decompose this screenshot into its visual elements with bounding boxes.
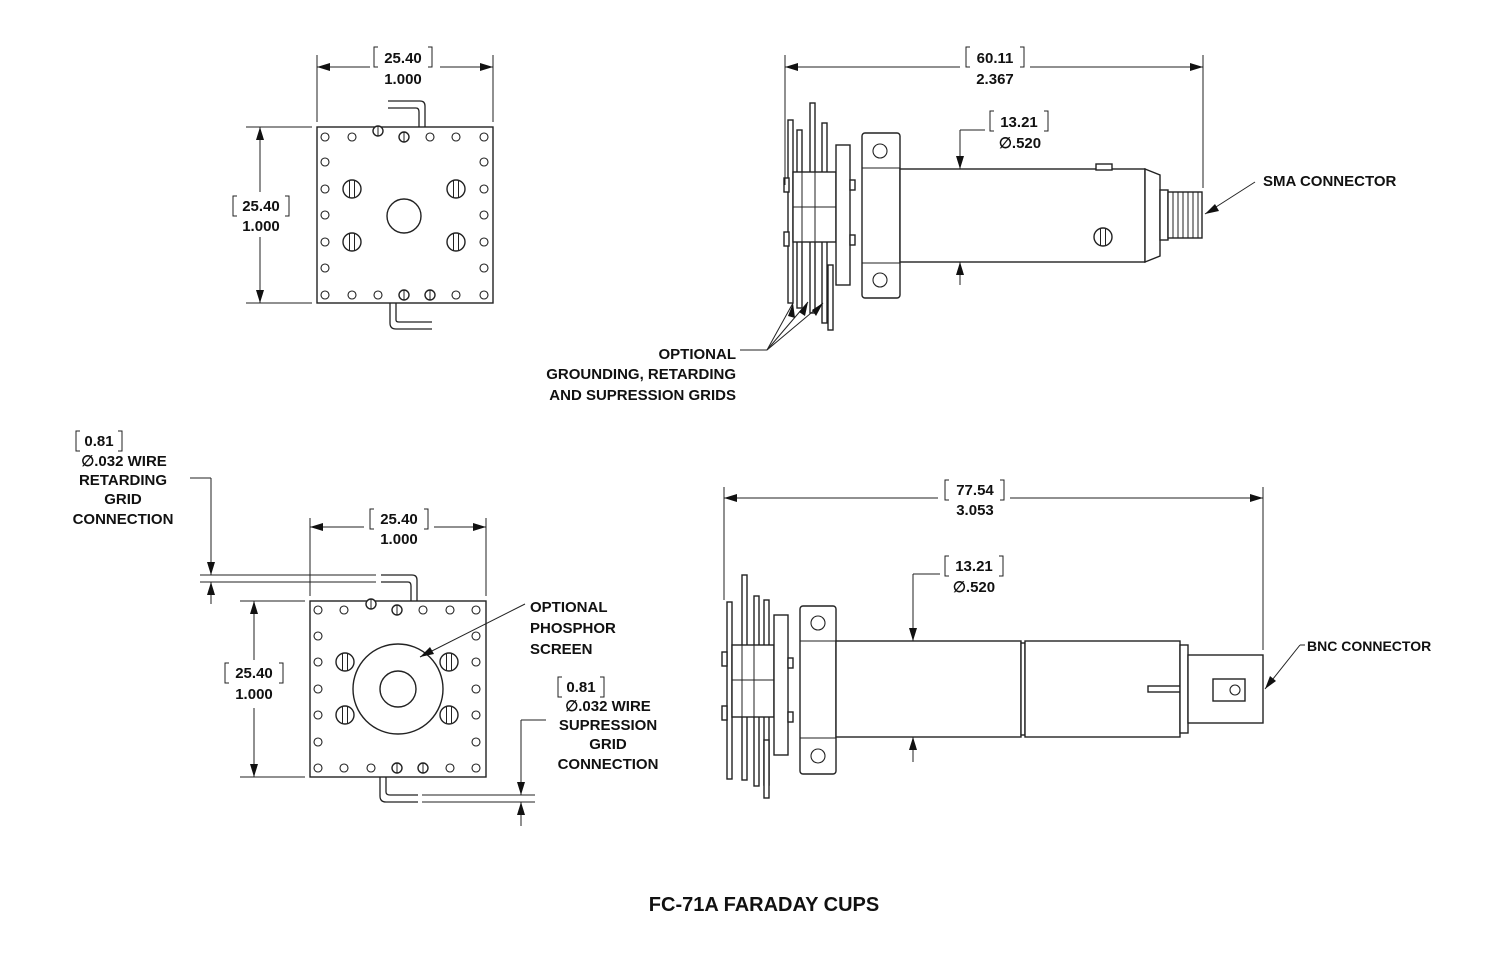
top-front-width-in: 1.000: [384, 71, 422, 88]
bottom-front-width-mm: 25.40: [380, 511, 418, 528]
suppression-wire-lead: [379, 777, 418, 803]
retarding-wire-line1: ∅.032 WIRE: [81, 453, 167, 470]
retarding-wire-dia-mm: 0.81: [84, 433, 113, 450]
top-side-length-mm: 60.11: [977, 50, 1014, 67]
grid-spacer-stack: [731, 644, 775, 718]
bottom-side-dia-mm: 13.21: [955, 558, 993, 575]
bnc-connector-label: BNC CONNECTOR: [1307, 638, 1431, 654]
aperture: [386, 198, 422, 234]
retarding-wire-lead: [388, 100, 426, 127]
supp-wire-line2: SUPRESSION: [559, 717, 657, 734]
insulator: [773, 614, 789, 756]
top-side-view: 60.11 2.367 13.21 ∅.520 SMA CONNECTOR OP…: [546, 46, 1397, 404]
grid-plate: [787, 119, 794, 304]
top-side-dia-mm: 13.21: [1000, 114, 1038, 131]
retarding-wire-line4: CONNECTION: [73, 511, 174, 528]
cup-body: [899, 168, 1146, 263]
top-front-height-in: 1.000: [242, 218, 280, 235]
grid-plate: [726, 601, 733, 780]
supp-wire-line3: GRID: [589, 736, 627, 753]
sma-connector-label: SMA CONNECTOR: [1263, 173, 1397, 190]
grids-label-line3: AND SUPRESSION GRIDS: [549, 387, 736, 404]
bottom-side-length-in: 3.053: [956, 502, 994, 519]
grids-label-line1: OPTIONAL: [659, 346, 737, 363]
supp-wire-dia-mm: 0.81: [566, 679, 595, 696]
top-side-length-in: 2.367: [976, 71, 1014, 88]
bottom-front-height-mm: 25.40: [235, 665, 273, 682]
insulator: [835, 144, 851, 286]
top-front-view: 25.40 1.000 25.40 1.000: [232, 46, 494, 330]
bottom-front-width-in: 1.000: [380, 531, 418, 548]
bottom-front-height-in: 1.000: [235, 686, 273, 703]
retarding-wire-line3: GRID: [104, 491, 142, 508]
supp-wire-line4: CONNECTION: [558, 756, 659, 773]
bottom-side-dia-in: ∅.520: [953, 579, 995, 596]
retarding-wire-lead: [381, 574, 418, 601]
suppression-wire-lead: [389, 303, 432, 330]
top-front-height-mm: 25.40: [242, 198, 280, 215]
mounting-holes: [313, 605, 481, 773]
phosphor-label-line3: SCREEN: [530, 641, 593, 658]
grid-lead: [763, 739, 770, 799]
mounting-flange: [309, 600, 487, 778]
bottom-side-view: 77.54 3.053 13.21 ∅.520 BNC CONNECTOR: [721, 479, 1431, 799]
cup-body: [835, 640, 1022, 738]
drawing-title: FC-71A FARADAY CUPS: [649, 894, 879, 916]
top-front-width-mm: 25.40: [384, 50, 422, 67]
phosphor-label-line1: OPTIONAL: [530, 599, 608, 616]
bottom-front-view: 25.40 1.000 25.40 1.000 0.81 ∅.032 WIRE …: [73, 430, 659, 826]
grids-label-line2: GROUNDING, RETARDING: [546, 366, 736, 383]
mounting-holes: [320, 132, 489, 300]
top-side-dia-in: ∅.520: [999, 135, 1041, 152]
grid-lead: [827, 264, 834, 331]
phosphor-label-line2: PHOSPHOR: [530, 620, 616, 637]
retarding-wire-line2: RETARDING: [79, 472, 167, 489]
bottom-side-length-mm: 77.54: [956, 482, 994, 499]
supp-wire-line1: ∅.032 WIRE: [565, 698, 651, 715]
aperture: [379, 670, 417, 708]
sma-connector: [1167, 191, 1203, 239]
